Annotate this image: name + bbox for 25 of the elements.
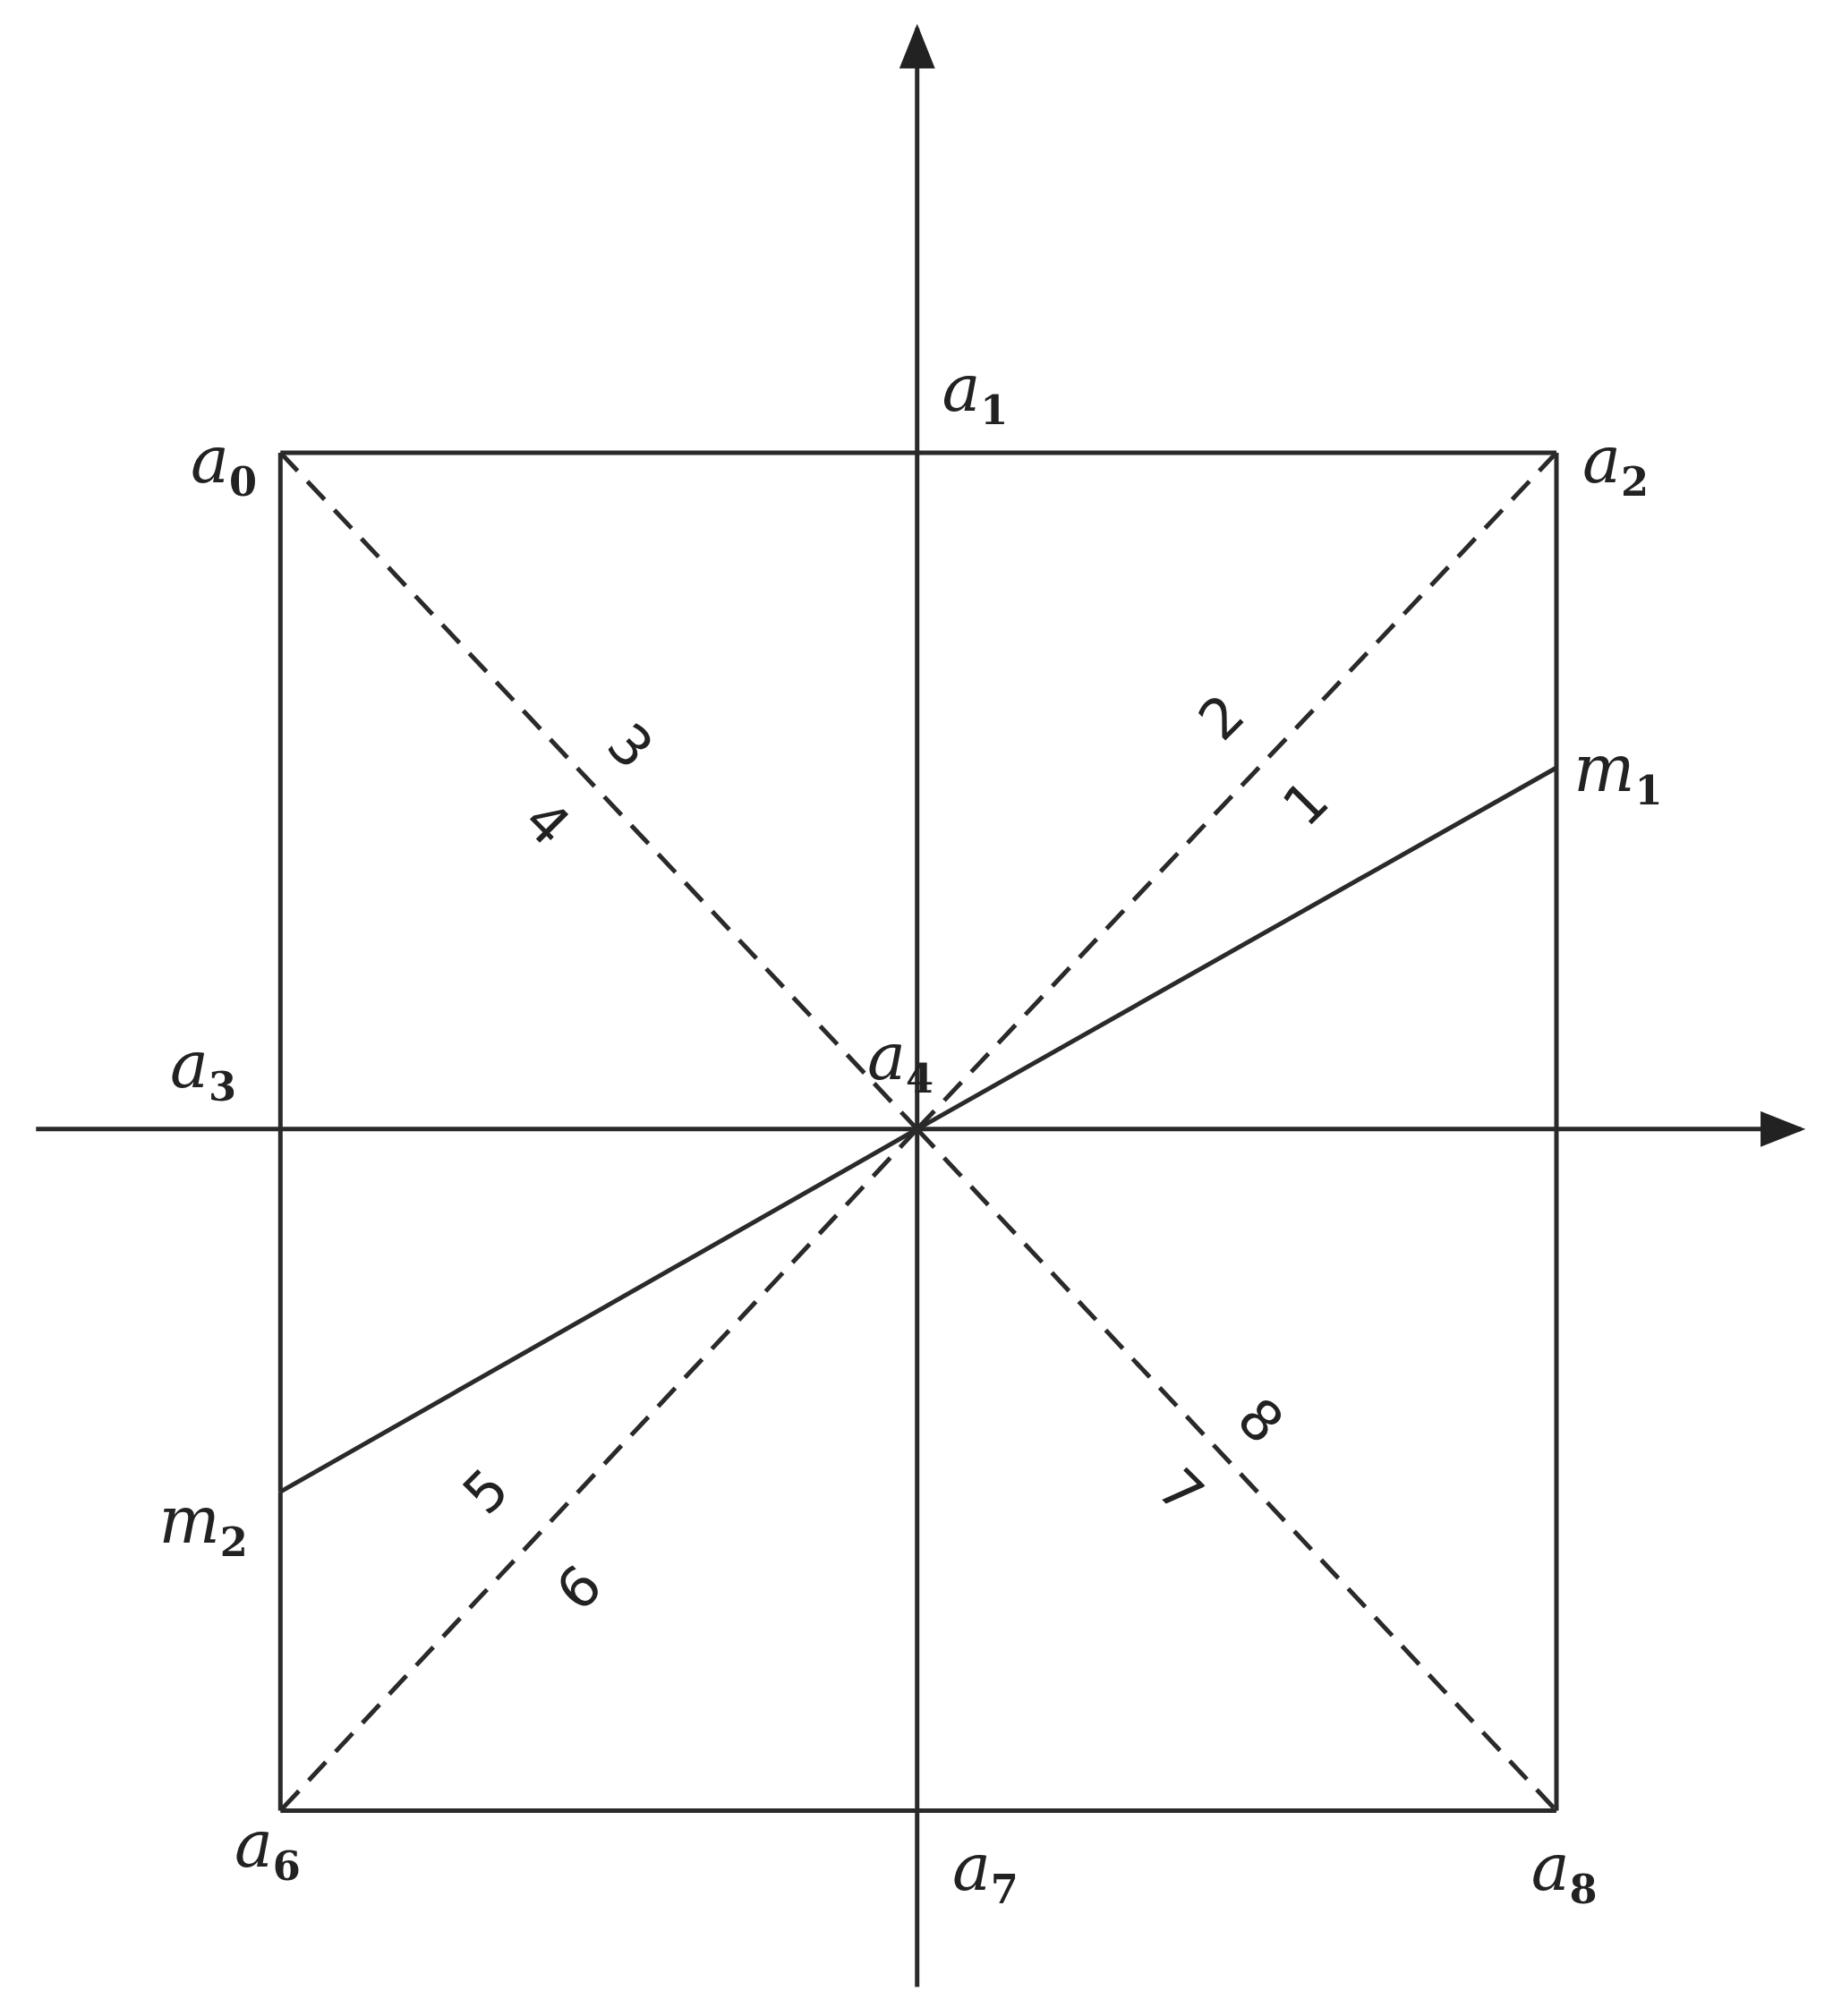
line-segment bbox=[277, 452, 283, 1129]
point-label: m$_{1}$ bbox=[1573, 736, 1663, 812]
region-number: 3 bbox=[598, 713, 663, 778]
point-label: a$_{2}$ bbox=[1582, 428, 1650, 504]
region-number: 5 bbox=[454, 1459, 519, 1524]
line-segment bbox=[280, 450, 917, 455]
line-segment bbox=[916, 450, 1556, 455]
point-label: a$_{6}$ bbox=[234, 1811, 301, 1887]
point-label: a$_{3}$ bbox=[170, 1032, 237, 1108]
point-label: a$_{0}$ bbox=[191, 428, 258, 504]
region-number: 4 bbox=[514, 790, 579, 855]
point-label: m$_{2}$ bbox=[158, 1487, 248, 1563]
line-segment bbox=[277, 1492, 283, 1811]
line-segment bbox=[1554, 768, 1559, 1811]
region-number: 6 bbox=[546, 1556, 611, 1620]
region-number: 8 bbox=[1228, 1389, 1293, 1453]
point-label: a$_{8}$ bbox=[1530, 1834, 1598, 1910]
point-label: a$_{1}$ bbox=[942, 355, 1009, 431]
line-segment bbox=[277, 1128, 283, 1493]
region-number: 2 bbox=[1189, 685, 1255, 750]
line-segment bbox=[280, 1808, 1556, 1814]
region-number: 7 bbox=[1148, 1459, 1214, 1524]
point-label: a$_{7}$ bbox=[951, 1834, 1019, 1910]
line-segment bbox=[1554, 452, 1559, 768]
region-number: 1 bbox=[1273, 771, 1338, 837]
